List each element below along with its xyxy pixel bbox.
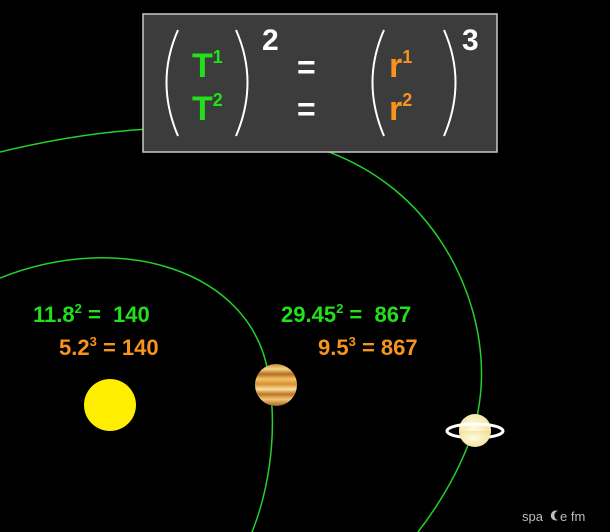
equals-top: = [297,49,316,85]
left-power: 2 [262,24,279,57]
outer-radius-calc: 9.53 = 867 [318,334,418,360]
radius-top-sup: 1 [402,47,412,67]
radius-top-symbol: r [389,47,402,85]
svg-text:T1: T1 [192,47,223,85]
saturn [445,414,505,447]
left-close-paren [235,29,249,137]
svg-text:r1: r1 [389,47,412,85]
inner-radius-calc: 5.23 = 140 [59,334,159,360]
radius-bottom-sup: 2 [402,90,412,110]
watermark-moon-icon [550,510,558,521]
inner-period-calc: 11.82 = 140 [33,301,150,327]
jupiter [255,364,297,406]
sun [84,379,136,431]
period-top-symbol: T [192,47,213,85]
formula-box: T1 T2 2 = = r1 r2 3 [142,13,498,153]
outer-orbit [0,127,483,532]
period-bottom-sup: 2 [213,90,223,110]
period-bottom-symbol: T [192,90,213,128]
right-open-paren [371,29,385,137]
svg-text:spa: spa [522,509,544,524]
inner-orbit [0,257,274,532]
svg-text:e fm: e fm [560,509,585,524]
svg-text:r2: r2 [389,90,412,128]
outer-period-calc: 29.452 = 867 [281,301,411,327]
right-power: 3 [462,24,479,57]
right-close-paren [443,29,457,137]
left-open-paren [165,29,179,137]
spacefm-watermark: spa e fm [522,509,585,524]
svg-text:T2: T2 [192,90,223,128]
radius-bottom-symbol: r [389,90,402,128]
period-top-sup: 1 [213,47,223,67]
equals-bottom: = [297,91,316,127]
